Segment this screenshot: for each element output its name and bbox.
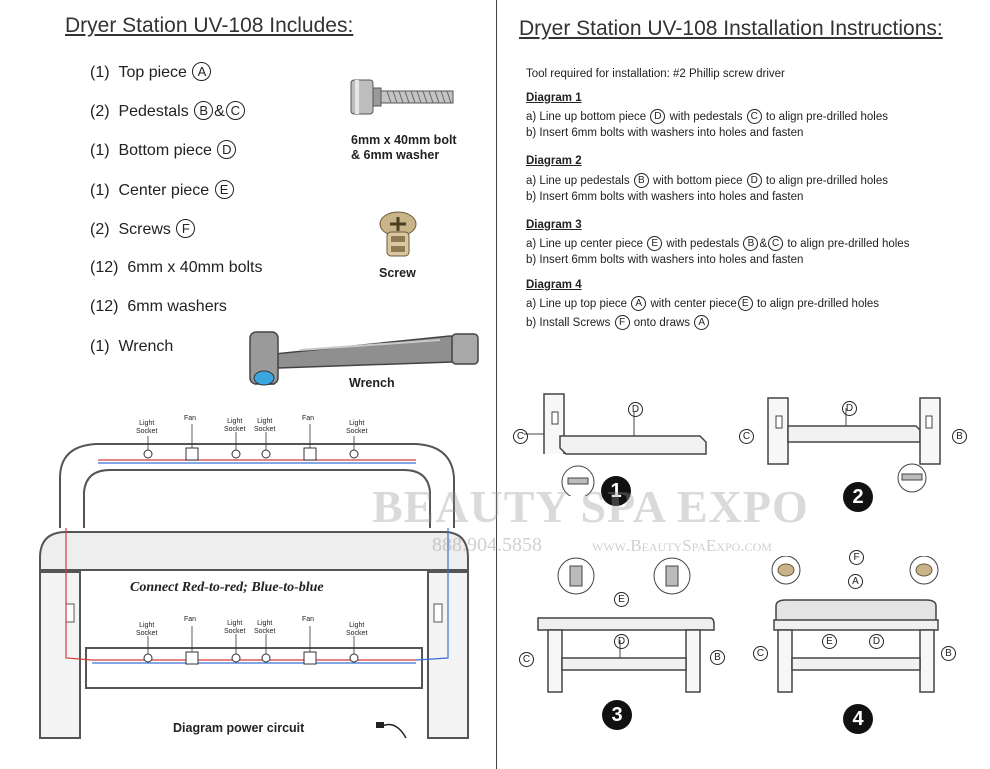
bolt-caption-line2: & 6mm washer <box>351 148 440 162</box>
part-marker: D <box>217 140 237 159</box>
callout-c: C <box>738 427 755 445</box>
diagram-4-step-a: a) Line up top piece A with center piece… <box>526 296 880 311</box>
callout-c: C <box>752 644 769 662</box>
fan-label: Fan <box>184 616 197 623</box>
part-marker: C <box>225 101 245 120</box>
watermark-brand: BEAUTY SPA EXPO <box>372 481 809 532</box>
power-circuit-caption: Diagram power circuit <box>173 721 305 735</box>
tool-required: Tool required for installation: #2 Phill… <box>526 68 785 80</box>
watermark-site: www.BeautySpaExpo.com <box>592 536 772 555</box>
wrench-caption: Wrench <box>349 376 395 390</box>
power-circuit-diagram <box>39 424 469 739</box>
callout-e: E <box>821 632 838 650</box>
assembly-diagram-4 <box>771 556 939 693</box>
list-item: (1) Wrench <box>90 338 174 355</box>
bolt-caption-line1: 6mm x 40mm bolt <box>351 133 457 147</box>
part-marker: E <box>214 180 234 199</box>
fan-label: Fan <box>302 415 315 422</box>
assembly-diagram-3 <box>537 557 715 693</box>
connect-note: Connect Red-to-red; Blue-to-blue <box>130 580 324 595</box>
includes-heading: Dryer Station UV-108 Includes: <box>65 14 354 37</box>
fan-label: Fan <box>184 415 197 422</box>
callout-b: B <box>709 648 726 666</box>
diagram-3-step-a: a) Line up center piece E with pedestals… <box>526 236 910 251</box>
list-item: (2) Pedestals B&C <box>90 101 246 121</box>
callout-b: B <box>940 644 957 662</box>
diagram-2-step-a: a) Line up pedestals B with bottom piece… <box>526 173 888 188</box>
list-item: (1) Bottom piece D <box>90 140 237 160</box>
callout-d: D <box>613 632 630 650</box>
step-1-badge: 1 <box>601 476 631 506</box>
list-item: (1) Center piece E <box>90 180 235 200</box>
diagram-1-title: Diagram 1 <box>526 92 582 104</box>
part-marker: A <box>192 62 212 81</box>
diagram-3-step-b: b) Insert 6mm bolts with washers into ho… <box>526 254 804 266</box>
callout-d: D <box>627 400 644 418</box>
list-item: (2) Screws F <box>90 219 196 239</box>
assembly-diagram-1 <box>524 393 565 454</box>
callout-b: B <box>951 427 968 445</box>
part-marker: F <box>176 219 196 238</box>
wrench-image <box>249 331 479 386</box>
instructions-heading: Dryer Station UV-108 Installation Instru… <box>519 17 943 40</box>
list-item: (12) 6mm washers <box>90 298 227 315</box>
callout-a: A <box>847 572 864 590</box>
diagram-4-title: Diagram 4 <box>526 279 582 291</box>
diagram-1-step-a: a) Line up bottom piece D with pedestals… <box>526 109 888 124</box>
step-4-badge: 4 <box>843 704 873 734</box>
diagram-4-step-b: b) Install Screws F onto draws A <box>526 315 710 330</box>
diagram-2-step-b: b) Insert 6mm bolts with washers into ho… <box>526 191 804 203</box>
callout-d: D <box>868 632 885 650</box>
callout-d: D <box>841 399 858 417</box>
screw-image <box>379 211 417 257</box>
fan-label: Fan <box>302 616 315 623</box>
step-3-badge: 3 <box>602 700 632 730</box>
part-marker: B <box>194 101 214 120</box>
assembly-diagram-1-shelf <box>559 412 707 496</box>
callout-c: C <box>518 650 535 668</box>
assembly-diagram-2 <box>767 397 941 493</box>
watermark-phone: 888.904.5858 <box>432 534 542 556</box>
list-item: (1) Top piece A <box>90 62 212 82</box>
diagram-2-title: Diagram 2 <box>526 155 582 167</box>
list-item: (12) 6mm x 40mm bolts <box>90 259 263 276</box>
step-2-badge: 2 <box>843 482 873 512</box>
bolt-image <box>350 79 454 115</box>
callout-e: E <box>613 590 630 608</box>
callout-c: C <box>512 427 529 445</box>
column-divider <box>496 0 497 769</box>
callout-f: F <box>848 548 865 566</box>
diagram-3-title: Diagram 3 <box>526 219 582 231</box>
diagram-1-step-b: b) Insert 6mm bolts with washers into ho… <box>526 127 804 139</box>
screw-caption: Screw <box>379 266 416 280</box>
